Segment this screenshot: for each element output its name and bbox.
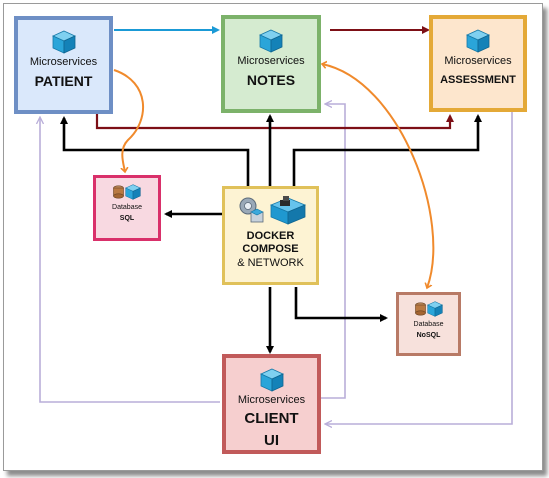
docker-icon <box>235 194 307 226</box>
database-cube-icon <box>113 184 141 200</box>
arrow-patient-to-assessment <box>95 114 454 130</box>
arrow-assessment-to-client <box>326 112 513 424</box>
cube-icon <box>51 30 76 54</box>
database-cube-icon <box>414 301 443 317</box>
nosql-database-node: Database NoSQL <box>396 292 461 356</box>
cube-icon <box>466 29 490 53</box>
nosql-caption: Database <box>413 321 444 328</box>
notes-service-node: Microservices NOTES <box>221 15 321 113</box>
cube-icon <box>259 368 284 392</box>
arrow-client-to-patient <box>40 118 220 403</box>
patient-caption: Microservices <box>29 56 98 68</box>
assessment-caption: Microservices <box>444 55 512 67</box>
cube-icon <box>259 29 283 53</box>
notes-title: NOTES <box>246 72 296 88</box>
assessment-service-node: Microservices ASSESSMENT <box>429 15 527 112</box>
client-title-line2: UI <box>264 432 279 449</box>
arrow-client-to-notes <box>320 104 346 399</box>
arrow-docker-to-nosql <box>294 287 388 322</box>
arrow-patient-to-sql <box>113 69 145 172</box>
docker-line3: & NETWORK <box>237 257 304 269</box>
client-caption: Microservices <box>237 394 306 406</box>
patient-service-node: Microservices PATIENT <box>14 16 113 114</box>
sql-caption: Database <box>112 204 142 211</box>
nosql-title: NoSQL <box>416 332 441 339</box>
sql-title: SQL <box>119 215 135 222</box>
docker-line2: COMPOSE <box>242 243 299 255</box>
docker-line1: DOCKER <box>246 230 295 242</box>
assessment-title: ASSESSMENT <box>440 74 516 86</box>
sql-database-node: Database SQL <box>93 175 161 241</box>
client-ui-node: Microservices CLIENT UI <box>222 354 321 454</box>
docker-compose-node: DOCKER COMPOSE & NETWORK <box>222 186 319 285</box>
patient-title: PATIENT <box>34 73 93 89</box>
arrow-docker-to-patient <box>60 116 250 188</box>
notes-caption: Microservices <box>237 55 305 67</box>
client-title-line1: CLIENT <box>244 410 299 427</box>
arrow-notes-nosql-link <box>322 64 435 288</box>
